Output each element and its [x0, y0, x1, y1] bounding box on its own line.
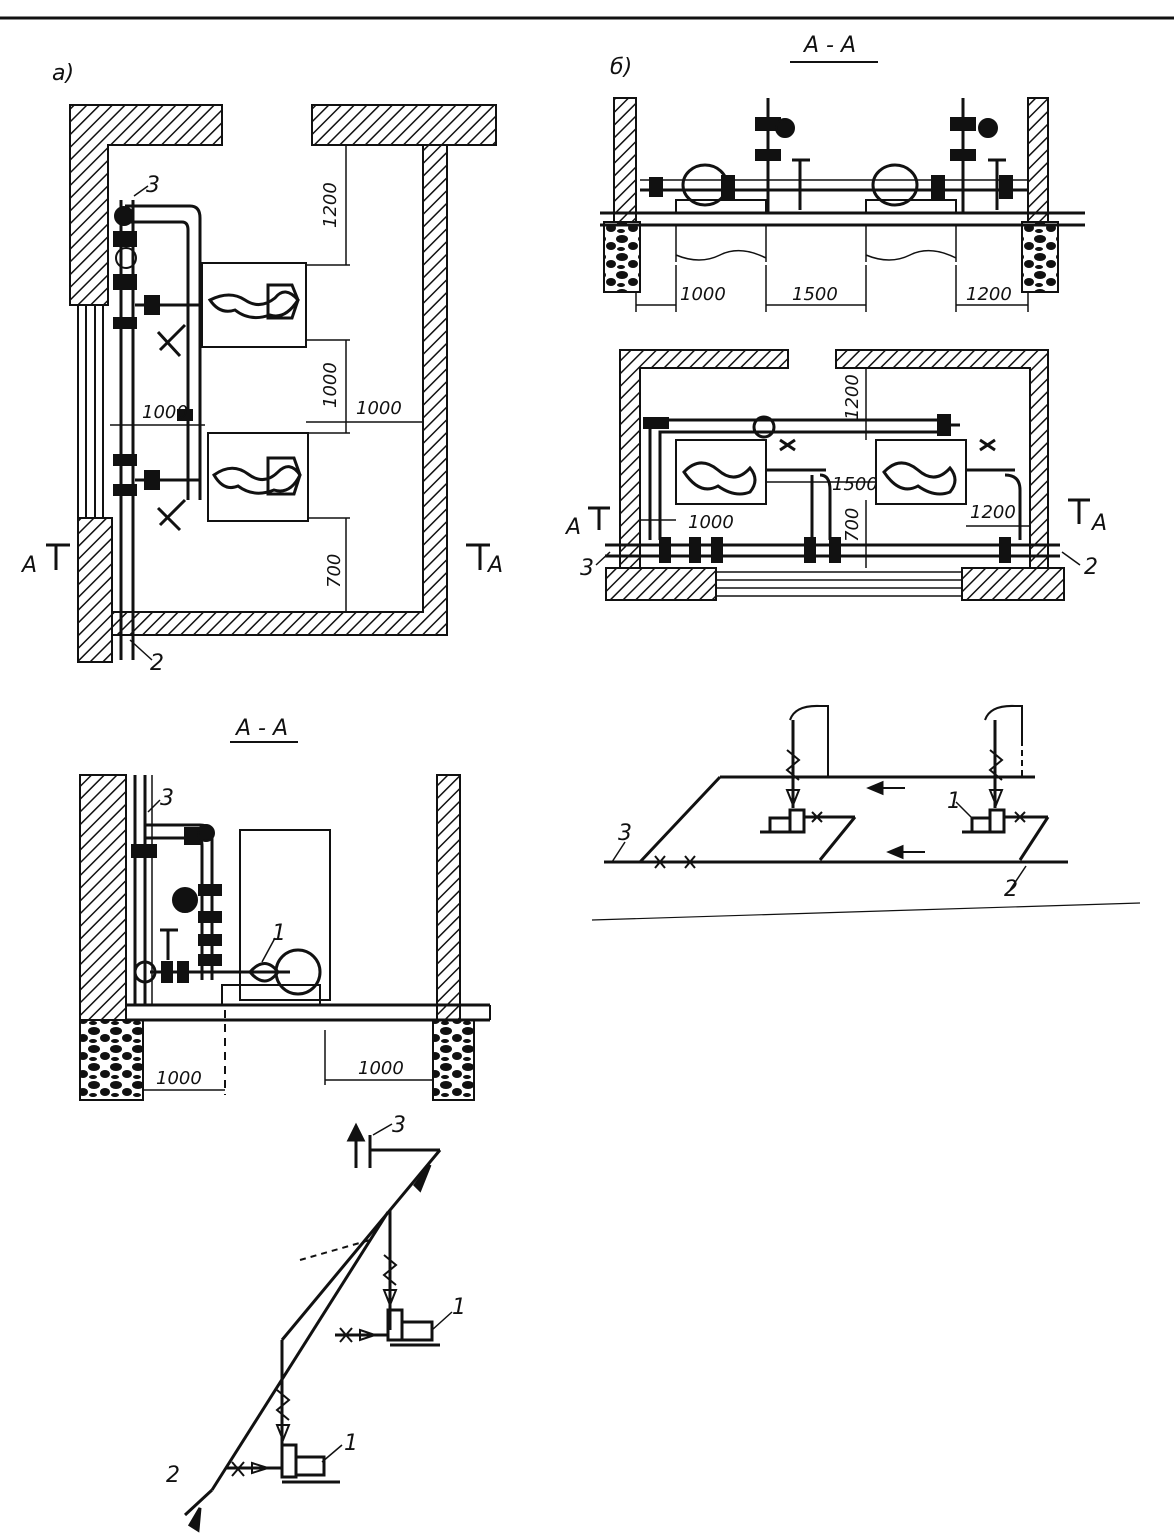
panel-a-section	[79, 741, 491, 1101]
section-a-dim-1000-left: 1000	[156, 1068, 202, 1089]
section-a-callout-1: 1	[272, 921, 286, 946]
plan-a-dim-1000-h1: 1000	[142, 402, 188, 423]
section-b-dim-1000: 1000	[680, 284, 726, 305]
scheme-b-callout-2: 2	[1004, 877, 1018, 902]
panel-b-label: б)	[610, 55, 632, 80]
plan-a-dim-700: 700	[324, 554, 345, 588]
plan-b-section-mark-right: А	[1090, 511, 1107, 536]
plan-b-callout-3: 3	[580, 556, 594, 581]
section-b-title: А - А	[802, 33, 856, 58]
panel-b-plan	[588, 349, 1090, 601]
plan-a-dim-1000-v: 1000	[320, 362, 341, 408]
panel-a-plan: а)	[46, 61, 497, 663]
plan-a-callout-2: 2	[150, 651, 164, 676]
scheme-a-callout-1-bottom: 1	[344, 1431, 358, 1456]
plan-b-dim-1200-v: 1200	[842, 374, 863, 420]
section-b-dim-1500: 1500	[792, 284, 838, 305]
plan-b-dim-1000: 1000	[688, 512, 734, 533]
scheme-b-callout-3: 3	[618, 821, 632, 846]
section-a-callout-3: 3	[160, 786, 174, 811]
scheme-a-callout-1-top: 1	[452, 1295, 466, 1320]
plan-b-dim-700: 700	[842, 508, 863, 542]
section-b-dim-1200: 1200	[966, 284, 1012, 305]
panel-b-scheme	[604, 704, 1068, 891]
plan-b-dim-1500: 1500	[832, 474, 878, 495]
plan-a-dim-1000-h2: 1000	[356, 398, 402, 419]
plan-a-dim-1200: 1200	[320, 182, 341, 228]
plan-a-callout-3: 3	[146, 173, 160, 198]
panel-a-label: а)	[52, 61, 74, 86]
plan-b-callout-2: 2	[1084, 555, 1098, 580]
plan-b-dim-1200-h: 1200	[970, 502, 1016, 523]
plan-b-section-mark-left: А	[564, 515, 581, 540]
section-a-title: А - А	[234, 716, 288, 741]
panel-a-scheme	[183, 1122, 453, 1533]
plan-a-section-mark-right: А	[486, 553, 503, 578]
scheme-b-callout-1: 1	[947, 789, 961, 814]
plan-a-section-mark-left: А	[20, 553, 37, 578]
panel-b-section	[600, 61, 1085, 312]
section-a-dim-1000-right: 1000	[358, 1058, 404, 1079]
scheme-a-callout-3: 3	[392, 1113, 406, 1138]
scheme-a-callout-2: 2	[166, 1463, 180, 1488]
